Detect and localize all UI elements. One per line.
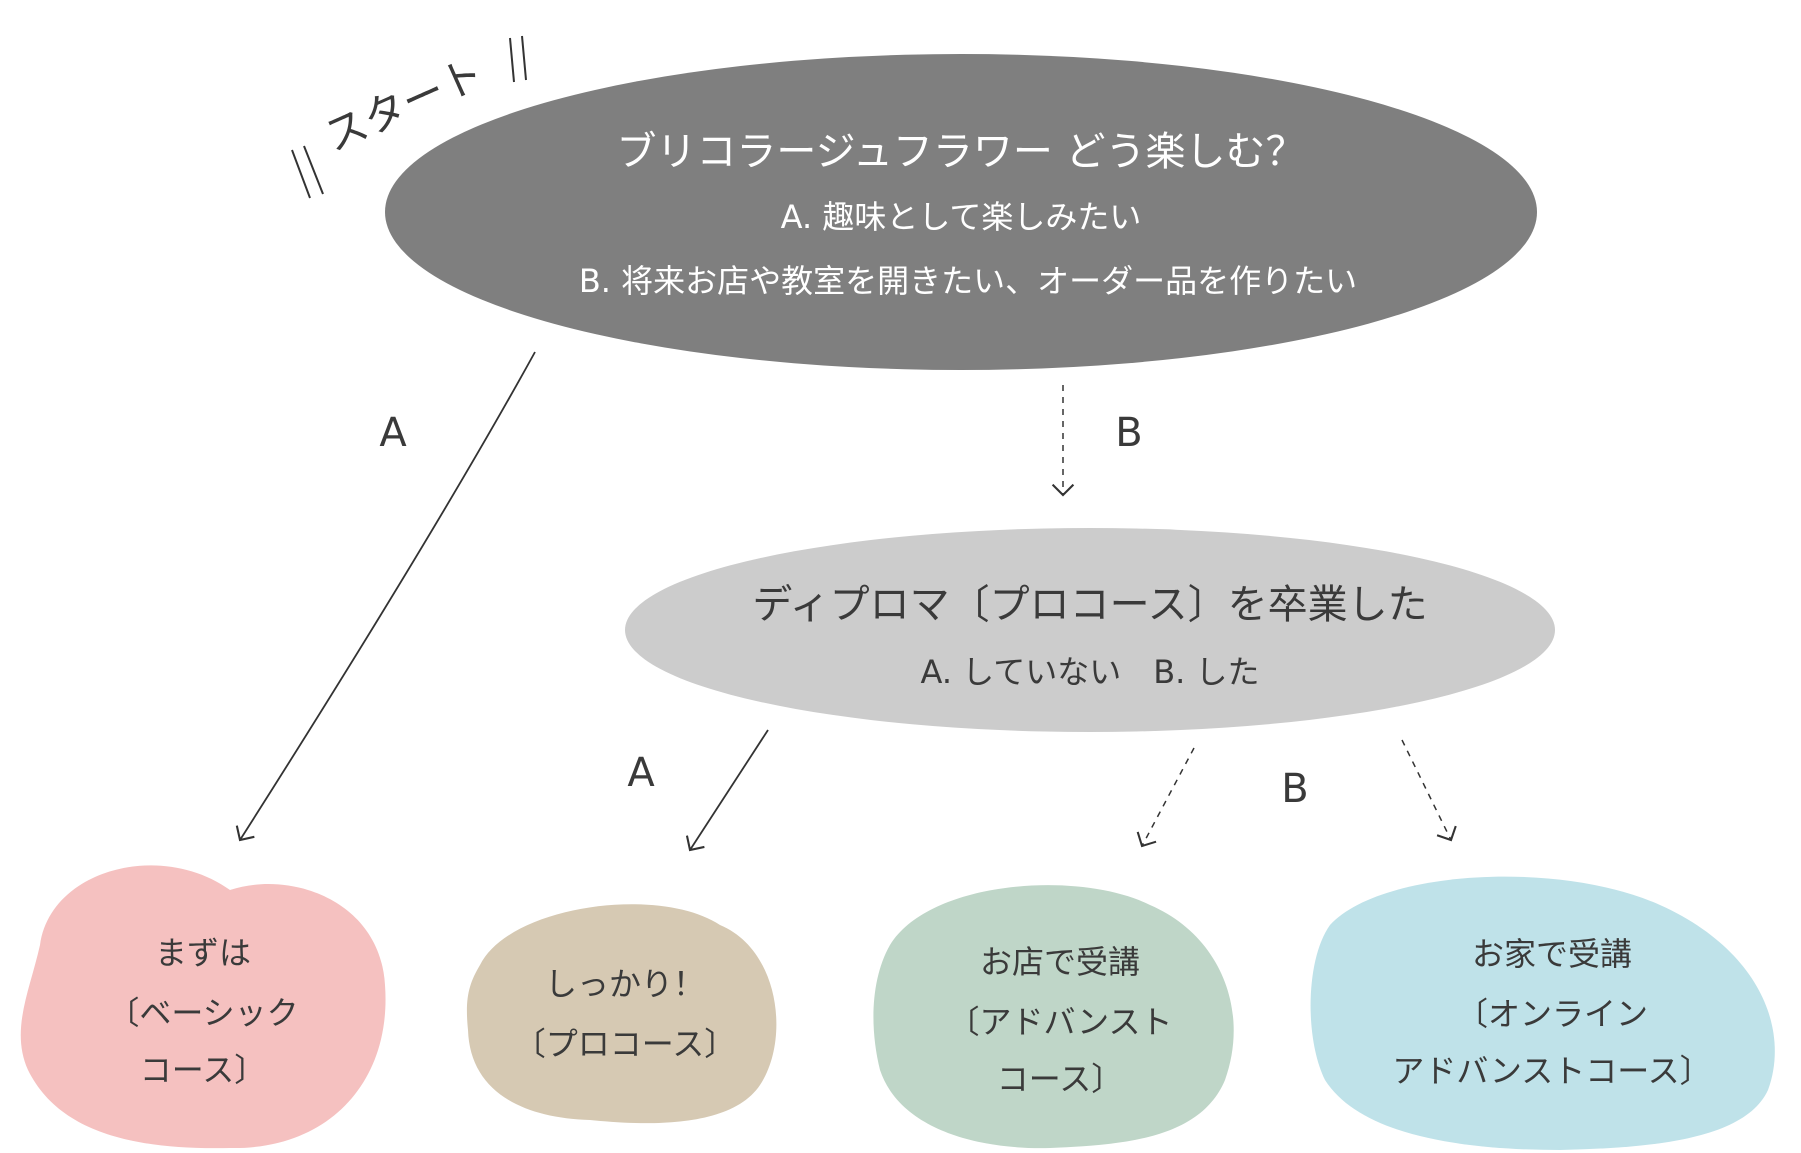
result-online-line-1: お家で受講 bbox=[1472, 935, 1632, 973]
result-text-online: お家で受講 〔オンライン アドバンストコース〕 bbox=[1392, 935, 1711, 1090]
branch-label-q2-b: B bbox=[1281, 766, 1308, 812]
result-shop-line-2: 〔アドバンスト bbox=[948, 1003, 1173, 1041]
result-online-line-2: 〔オンライン bbox=[1456, 995, 1648, 1033]
result-text-shop: お店で受講 〔アドバンスト コース〕 bbox=[948, 943, 1173, 1098]
result-blob-shop bbox=[873, 885, 1234, 1149]
arrow-q2-a bbox=[685, 729, 769, 852]
branch-label-q2-a: A bbox=[627, 750, 655, 796]
result-basic-line-3: コース〕 bbox=[140, 1051, 266, 1089]
question1-title: ブリコラージュフラワー どう楽しむ？ bbox=[616, 129, 1305, 175]
question1-option-a: A. 趣味として楽しみたい bbox=[781, 198, 1142, 236]
result-shop-line-1: お店で受講 bbox=[980, 943, 1140, 981]
branch-label-q1-a: A bbox=[379, 410, 407, 456]
question2-title: ディプロマ〔プロコース〕を卒業した bbox=[752, 582, 1427, 628]
result-blob-pro bbox=[466, 904, 777, 1124]
result-text-pro: しっかり！ 〔プロコース〕 bbox=[514, 965, 736, 1063]
question1-ellipse bbox=[385, 54, 1537, 370]
result-pro-line-1: しっかり！ bbox=[545, 965, 705, 1003]
arrow-q2-b-online bbox=[1401, 739, 1457, 842]
result-text-basic: まずは 〔ベーシック コース〕 bbox=[107, 934, 298, 1089]
question2-ellipse bbox=[625, 528, 1555, 732]
arrow-q1-a bbox=[235, 351, 536, 842]
result-online-line-3: アドバンストコース〕 bbox=[1392, 1052, 1711, 1090]
question1-option-b: B. 将来お店や教室を開きたい、オーダー品を作りたい bbox=[579, 262, 1357, 300]
branch-label-q1-b: B bbox=[1115, 410, 1142, 456]
result-basic-line-1: まずは bbox=[155, 934, 251, 972]
arrow-q2-b-shop bbox=[1136, 747, 1195, 848]
result-blob-online bbox=[1310, 876, 1775, 1150]
result-shop-line-3: コース〕 bbox=[997, 1060, 1123, 1098]
start-accent-right bbox=[509, 35, 527, 83]
result-basic-line-2: 〔ベーシック bbox=[107, 994, 298, 1032]
result-blob-basic bbox=[20, 865, 386, 1149]
question2-options: A. していない B. した bbox=[920, 653, 1259, 691]
start-accent-left bbox=[291, 145, 324, 199]
result-pro-line-2: 〔プロコース〕 bbox=[514, 1025, 736, 1063]
